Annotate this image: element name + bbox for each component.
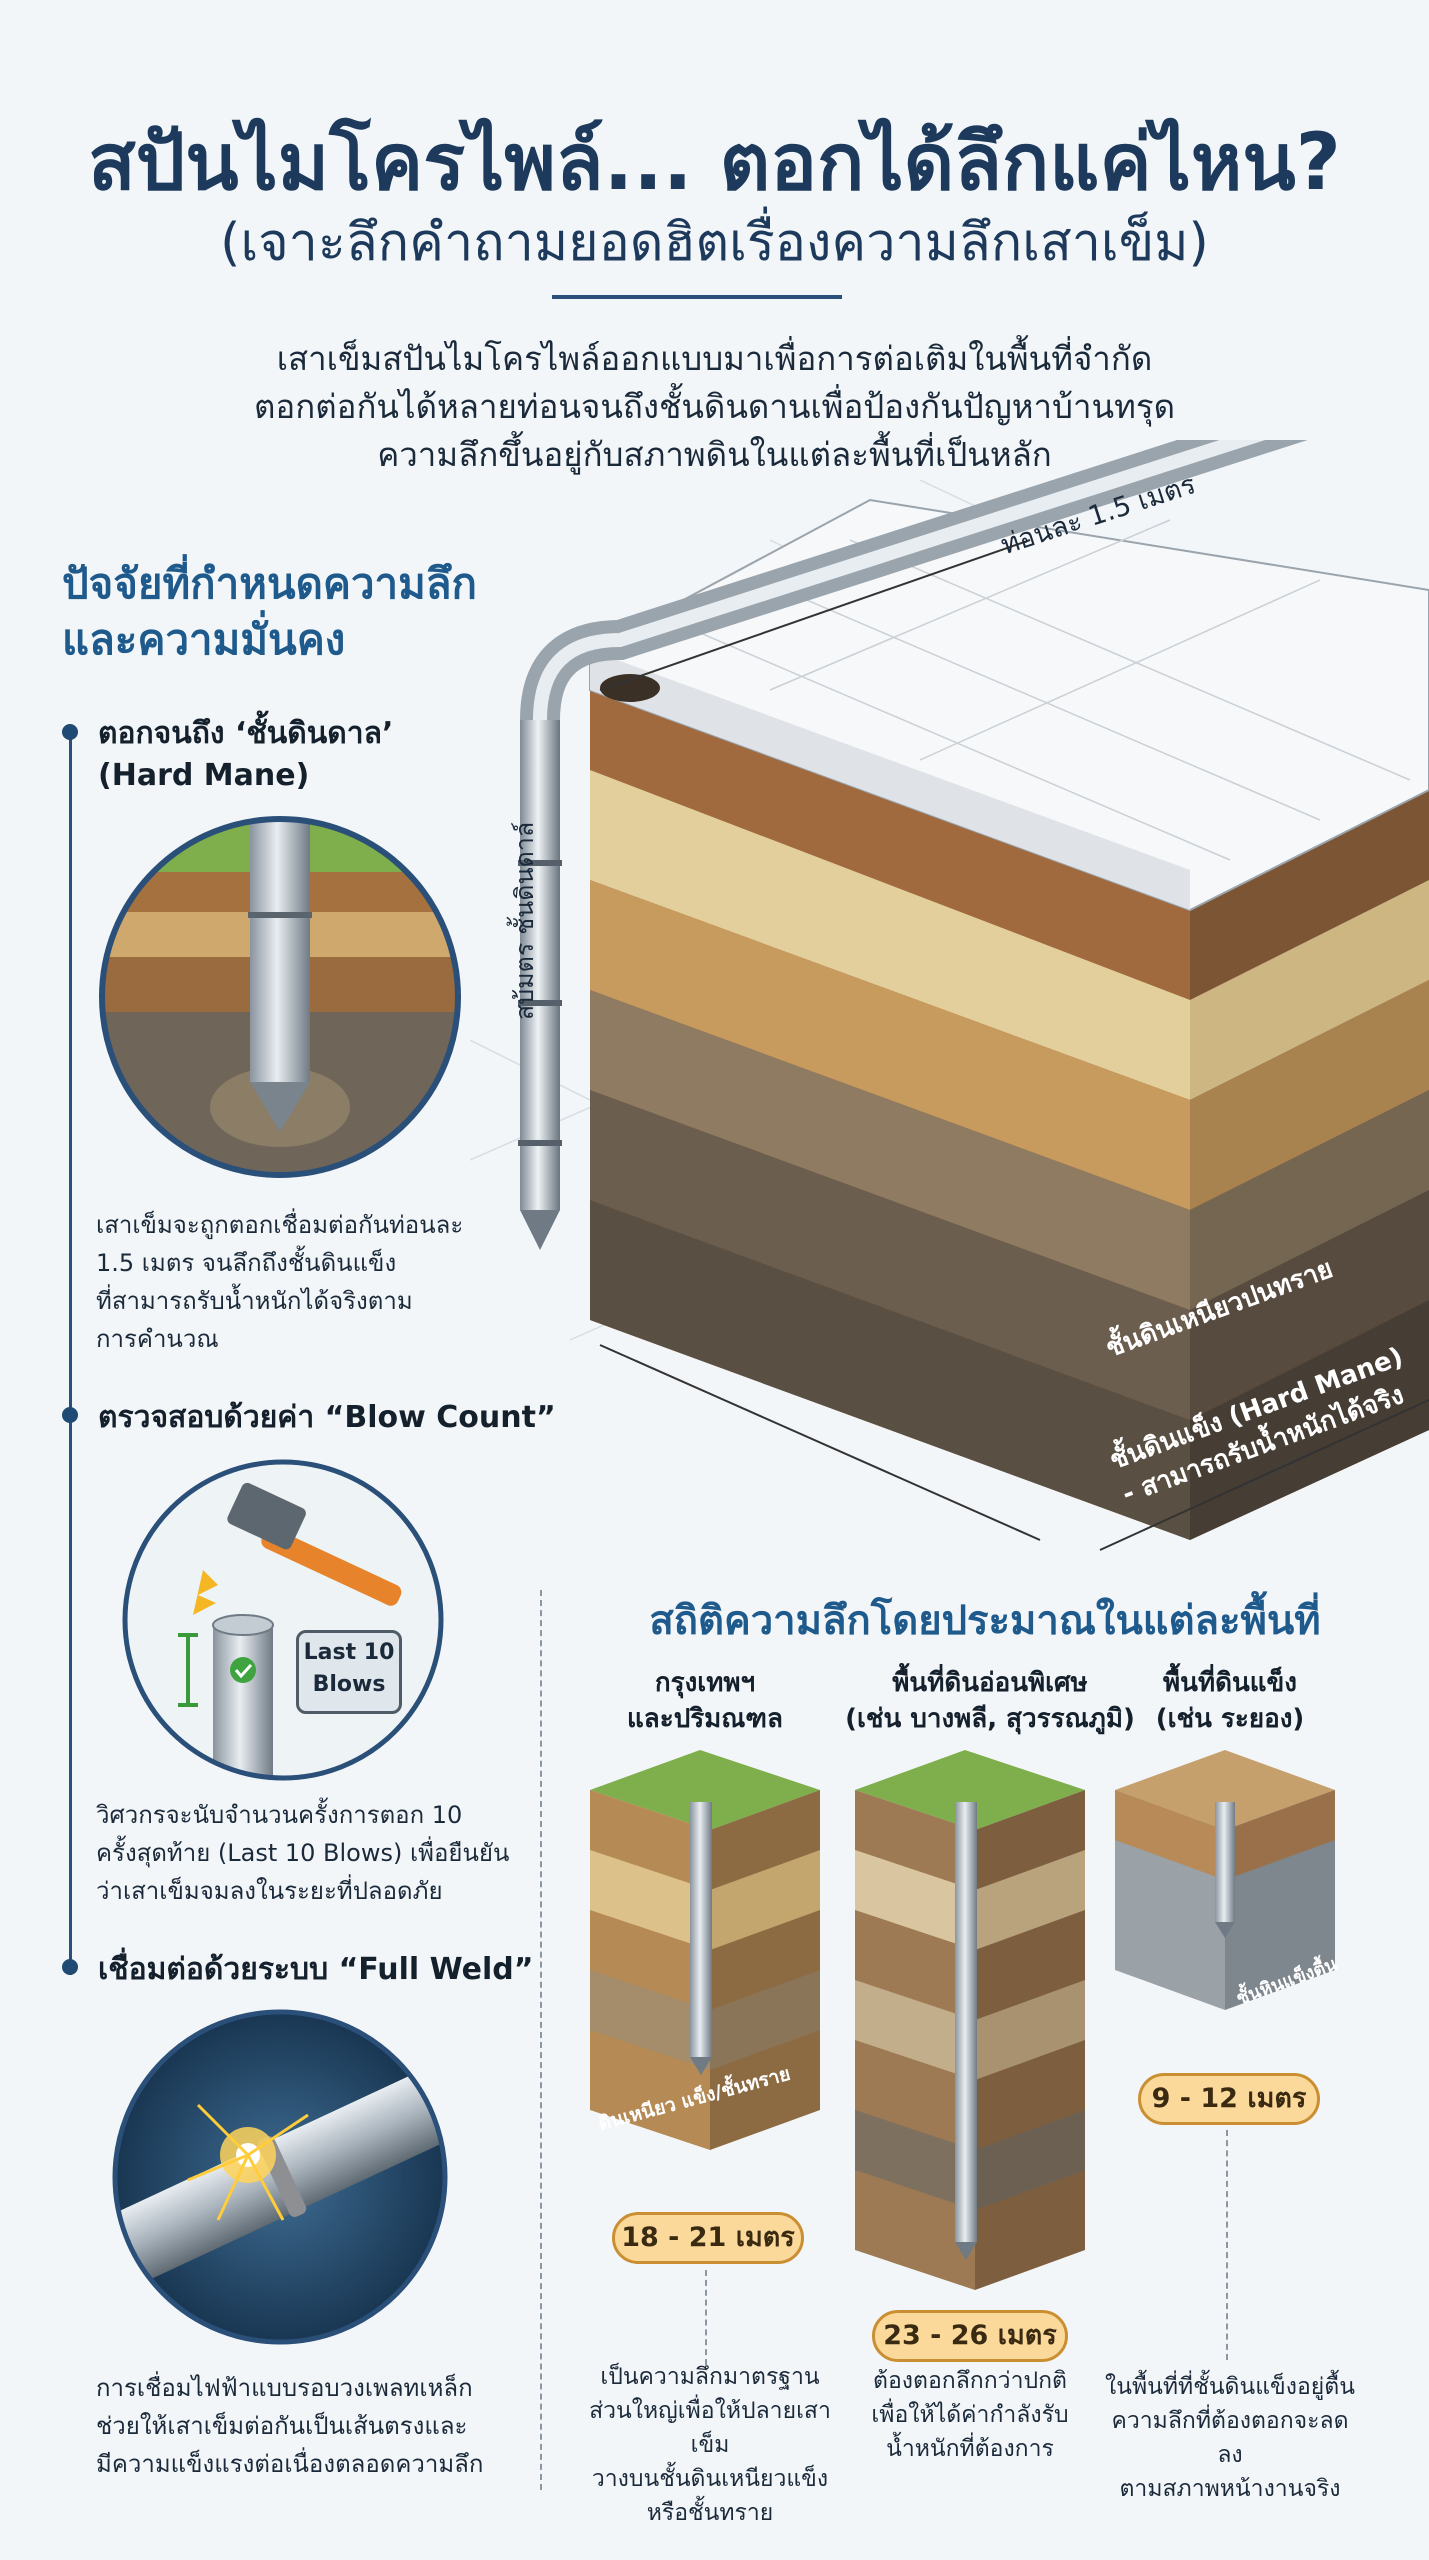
stats-col-2-head: พื้นที่ดินอ่อนพิเศษ (เช่น บางพลี, สุวรรณ…	[840, 1665, 1140, 1737]
col-2-desc-line-1: ต้องตอกลึกกว่าปกติ	[873, 2368, 1067, 2394]
intro-line-1: เสาเข็มสปันไมโครไพล์ออกแบบมาเพื่อการต่อเ…	[276, 339, 1153, 378]
factor-1-desc-line-2: 1.5 เมตร จนลึกถึงชั้นดินแข็ง	[96, 1249, 397, 1277]
depth-dimension-label: สบ้มตร ชั้นดินดาล์	[510, 821, 539, 1020]
leader-line	[1226, 2130, 1228, 2360]
factor-2-description: วิศวกรจะนับจำนวนครั้งการตอก 10 ครั้งสุดท…	[96, 1796, 509, 1910]
timeline-dot	[62, 1959, 78, 1975]
col-2-head-line-2: (เช่น บางพลี, สุวรรณภูมิ)	[845, 1704, 1135, 1734]
col-1-head-line-1: กรุงเทพฯ	[654, 1668, 756, 1698]
bangkok-soil-block	[590, 1750, 820, 2150]
col-1-head-line-2: และปริมณฑล	[627, 1704, 783, 1734]
stats-col-1-head: กรุงเทพฯ และปริมณฑล	[580, 1665, 830, 1737]
stats-col-2-description: ต้องตอกลึกกว่าปกติ เพื่อให้ได้ค่ากำลังรั…	[850, 2364, 1090, 2466]
factor-1-desc-line-3: ที่สามารถรับน้ำหนักได้จริงตาม	[96, 1287, 413, 1315]
stats-heading: สถิติความลึกโดยประมาณในแต่ละพื้นที่	[649, 1598, 1321, 1644]
depth-badge-hard-soil: 9 - 12 เมตร	[1138, 2073, 1320, 2125]
col-2-desc-line-2: เพื่อให้ได้ค่ากำลังรับ	[871, 2402, 1069, 2428]
callout-line-2: Blows	[312, 1672, 386, 1697]
factor-hard-layer-title: ตอกจนถึง ‘ชั้นดินดาล’ (Hard Mane)	[98, 713, 393, 797]
intro-line-3: ความลึกขึ้นอยู่กับสภาพดินในแต่ละพื้นที่เ…	[377, 435, 1052, 474]
col-2-head-line-1: พื้นที่ดินอ่อนพิเศษ	[892, 1668, 1088, 1698]
factor-1-title-line-1: ตอกจนถึง ‘ชั้นดินดาล’	[98, 716, 394, 751]
soft-soil-block	[855, 1750, 1085, 2290]
col-3-head-line-1: พื้นที่ดินแข็ง	[1163, 1668, 1297, 1698]
factor-3-desc-line-2: ช่วยให้เสาเข็มต่อกันเป็นเส้นตรงและ	[96, 2412, 468, 2440]
factors-heading-line-1: ปัจจัยที่กำหนดความลึก	[62, 559, 477, 608]
factor-3-description: การเชื่อมไฟฟ้าแบบรอบวงเพลทเหล็ก ช่วยให้เ…	[96, 2369, 483, 2483]
col-2-desc-line-3: น้ำหนักที่ต้องการ	[886, 2436, 1054, 2462]
callout-line-1: Last 10	[303, 1640, 395, 1665]
col-3-desc-line-2: ความลึกที่ต้องตอกจะลดลง	[1111, 2408, 1349, 2468]
stats-col-1-description: เป็นความลึกมาตรฐาน ส่วนใหญ่เพื่อให้ปลายเ…	[580, 2360, 840, 2530]
stats-col-3-head: พื้นที่ดินแข็ง (เช่น ระยอง)	[1110, 1665, 1350, 1737]
col-1-desc-line-3: วางบนชั้นดินเหนียวแข็ง	[591, 2466, 829, 2492]
timeline-dot	[62, 724, 78, 740]
full-weld-illustration	[112, 2009, 448, 2345]
pile-in-hard-layer-illustration	[99, 816, 461, 1178]
col-1-desc-line-1: เป็นความลึกมาตรฐาน	[600, 2364, 820, 2390]
factor-1-description: เสาเข็มจะถูกตอกเชื่อมต่อกันท่อนละ 1.5 เม…	[96, 1206, 463, 1358]
timeline-dot	[62, 1407, 78, 1423]
soil-cross-section-diagram	[470, 440, 1429, 1551]
last-10-blows-callout: Last 10 Blows	[296, 1630, 402, 1714]
factors-heading: ปัจจัยที่กำหนดความลึก และความมั่นคง	[62, 556, 477, 668]
depth-badge-bangkok: 18 - 21 เมตร	[612, 2212, 804, 2264]
factor-blow-count-title: ตรวจสอบด้วยค่า “Blow Count”	[98, 1400, 556, 1435]
page-title: สปันไมโครไพล์... ตอกได้ลึกแค่ไหน?	[88, 118, 1341, 208]
col-3-desc-line-1: ในพื้นที่ที่ชั้นดินแข็งอยู่ตื้น	[1105, 2374, 1355, 2400]
stats-col-3-description: ในพื้นที่ที่ชั้นดินแข็งอยู่ตื้น ความลึกท…	[1100, 2370, 1360, 2506]
factors-heading-line-2: และความมั่นคง	[62, 615, 346, 664]
leader-line	[705, 2270, 707, 2365]
factor-3-desc-line-1: การเชื่อมไฟฟ้าแบบรอบวงเพลทเหล็ก	[96, 2374, 473, 2402]
col-1-desc-line-4: หรือชั้นทราย	[646, 2500, 774, 2526]
timeline-line	[69, 735, 72, 1975]
factor-1-title-line-2: (Hard Mane)	[98, 758, 310, 793]
section-divider	[540, 1590, 542, 2490]
hard-soil-block	[1115, 1750, 1335, 2010]
col-1-desc-line-2: ส่วนใหญ่เพื่อให้ปลายเสาเข็ม	[589, 2398, 831, 2458]
title-divider	[552, 295, 842, 299]
factor-3-desc-line-3: มีความแข็งแรงต่อเนื่องตลอดความลึก	[96, 2450, 484, 2478]
factor-2-desc-line-2: ครั้งสุดท้าย (Last 10 Blows) เพื่อยืนยัน	[96, 1839, 510, 1867]
factor-2-desc-line-1: วิศวกรจะนับจำนวนครั้งการตอก 10	[96, 1801, 463, 1829]
intro-line-2: ตอกต่อกันได้หลายท่อนจนถึงชั้นดินดานเพื่อ…	[253, 387, 1176, 426]
page-subtitle: (เจาะลึกคำถามยอดฮิตเรื่องความลึกเสาเข็ม)	[220, 213, 1209, 273]
col-3-desc-line-3: ตามสภาพหน้างานจริง	[1119, 2476, 1341, 2502]
factor-1-desc-line-1: เสาเข็มจะถูกตอกเชื่อมต่อกันท่อนละ	[96, 1211, 464, 1239]
hammer-blow-count-illustration	[122, 1459, 444, 1781]
factor-1-desc-line-4: การคำนวณ	[96, 1325, 219, 1353]
factor-full-weld-title: เชื่อมต่อด้วยระบบ “Full Weld”	[98, 1952, 534, 1987]
depth-badge-soft-soil: 23 - 26 เมตร	[872, 2310, 1068, 2362]
col-3-head-line-2: (เช่น ระยอง)	[1155, 1704, 1305, 1734]
factor-2-desc-line-3: ว่าเสาเข็มจมลงในระยะที่ปลอดภัย	[96, 1877, 443, 1905]
